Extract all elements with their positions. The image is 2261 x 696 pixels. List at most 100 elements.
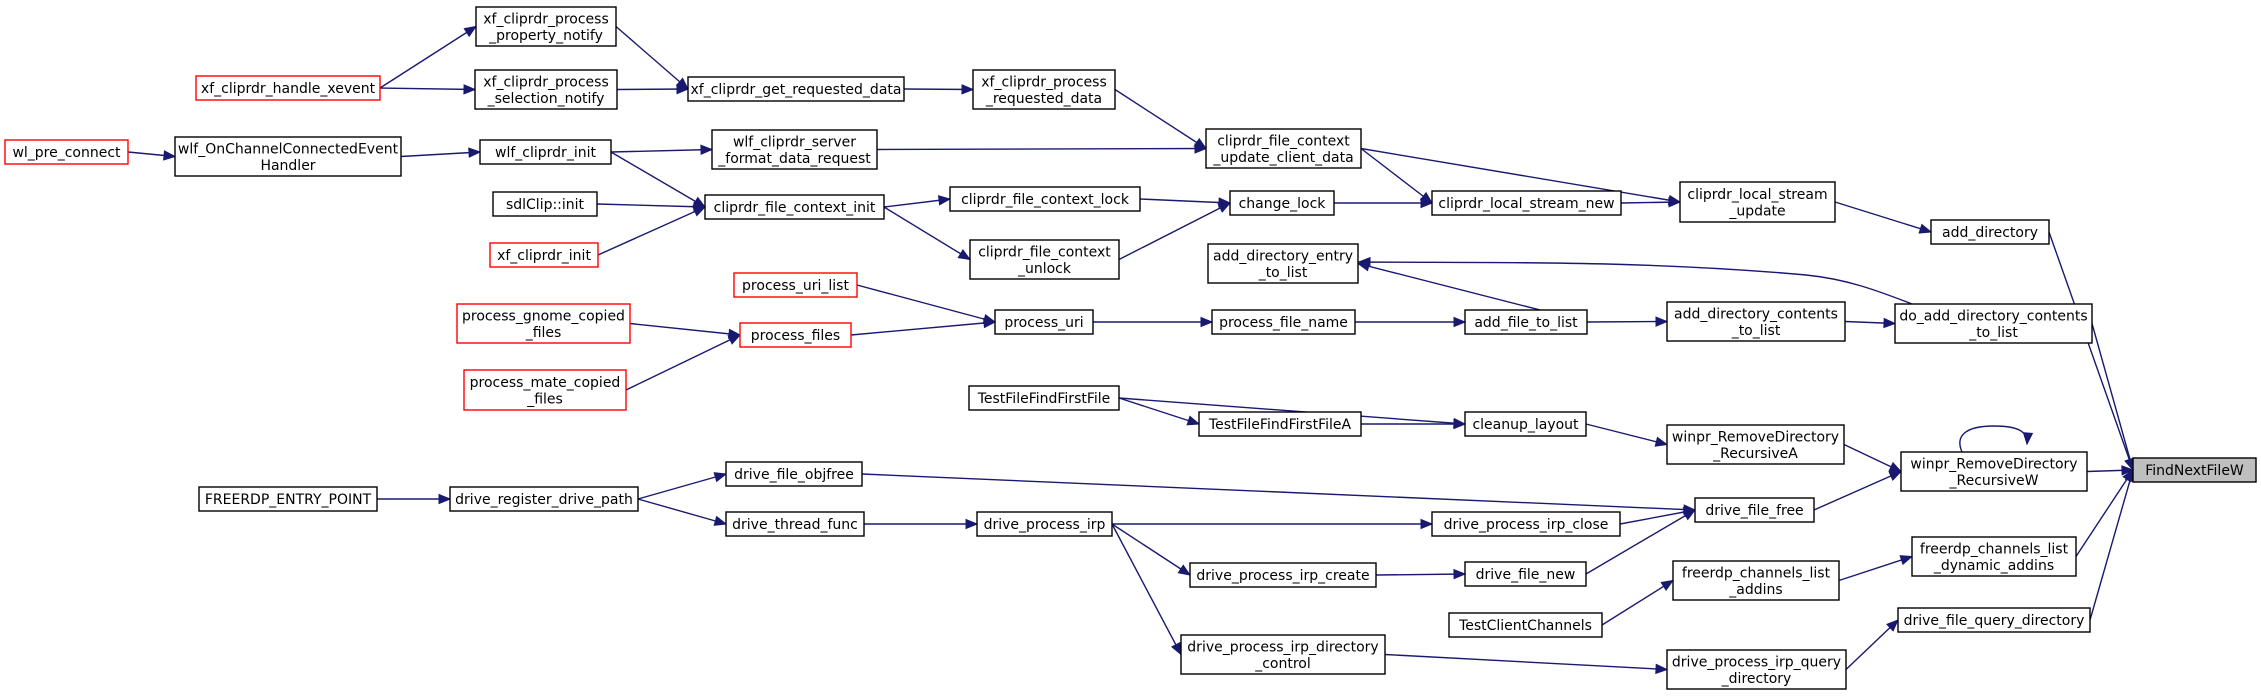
node-label: _to_list xyxy=(1968,325,2018,341)
node-box xyxy=(1672,560,1840,601)
node-label: process_file_name xyxy=(1219,315,1348,331)
node-drive-file-new[interactable]: drive_file_new xyxy=(1464,561,1587,587)
node-label: _control xyxy=(1254,656,1311,672)
node-process-file-name[interactable]: process_file_name xyxy=(1211,309,1356,335)
node-cliprdr-file-context-unlock[interactable]: cliprdr_file_context_unlock xyxy=(969,239,1120,280)
node-drive-process-irp-close[interactable]: drive_process_irp_close xyxy=(1431,511,1621,537)
node-change-lock[interactable]: change_lock xyxy=(1229,190,1335,216)
node-test-client-channels[interactable]: TestClientChannels xyxy=(1448,612,1603,638)
node-drive-process-irp-query-directory[interactable]: drive_process_irp_query_directory xyxy=(1666,649,1847,690)
node-process-gnome-copied-files[interactable]: process_gnome_copied_files xyxy=(456,303,631,344)
node-box xyxy=(733,272,858,298)
arrowhead xyxy=(1420,518,1434,530)
node-cliprdr-local-stream-new[interactable]: cliprdr_local_stream_new xyxy=(1431,190,1622,216)
node-freerdp-channels-list-dynamic-addins[interactable]: freerdp_channels_list_dynamic_addins xyxy=(1911,536,2077,577)
edge-add-directory-to-find-next-file-w xyxy=(2048,231,2135,472)
edge-xf-cliprdr-get-requested-data-to-xf-cliprdr-process-requested-data xyxy=(903,84,975,95)
node-xf-cliprdr-handle-xevent[interactable]: xf_cliprdr_handle_xevent xyxy=(195,75,381,101)
node-box xyxy=(994,309,1094,335)
node-label: _files xyxy=(525,325,562,341)
edge-wl-pre-connect-to-wlf-on-channel-connected-event-handler xyxy=(127,150,177,161)
arrowhead xyxy=(1453,316,1467,328)
node-process-uri[interactable]: process_uri xyxy=(994,309,1094,335)
node-box xyxy=(1180,634,1386,675)
arrowhead xyxy=(727,334,742,345)
node-drive-file-query-directory[interactable]: drive_file_query_directory xyxy=(1897,607,2091,633)
arrowhead xyxy=(1186,415,1201,426)
node-cliprdr-file-context-lock[interactable]: cliprdr_file_context_lock xyxy=(949,186,1141,212)
node-box xyxy=(449,486,639,512)
node-label: drive_file_new xyxy=(1476,567,1576,583)
node-label: cliprdr_local_stream xyxy=(1687,187,1827,203)
node-box xyxy=(463,369,627,411)
edge-xf-cliprdr-process-selection-notify-to-xf-cliprdr-get-requested-data xyxy=(616,83,690,95)
arrowhead xyxy=(1453,568,1467,580)
node-box xyxy=(1211,309,1356,335)
node-wlf-cliprdr-server-format-data-request[interactable]: wlf_cliprdr_server_format_data_request xyxy=(711,129,878,170)
node-add-directory-entry-to-list[interactable]: add_directory_entry_to_list xyxy=(1207,243,1359,284)
node-box xyxy=(1666,301,1846,342)
arrowhead xyxy=(1194,143,1208,154)
node-label: _property_notify xyxy=(488,28,603,44)
node-cliprdr-local-stream-update[interactable]: cliprdr_local_stream_update xyxy=(1679,181,1836,223)
arrowhead xyxy=(1655,663,1669,675)
node-process-files[interactable]: process_files xyxy=(739,322,852,348)
node-find-next-file-w[interactable]: FindNextFileW xyxy=(2132,457,2257,483)
node-freerdp-entry-point[interactable]: FREERDP_ENTRY_POINT xyxy=(198,486,378,512)
node-test-file-find-first-file-a[interactable]: TestFileFindFirstFileA xyxy=(1198,411,1362,437)
edge-cleanup-layout-to-winpr-remove-directory-recursive-a xyxy=(1585,423,1669,447)
node-label: xf_cliprdr_handle_xevent xyxy=(201,81,376,97)
edge-add-file-to-list-to-add-directory-contents-to-list xyxy=(1586,316,1669,327)
node-winpr-remove-directory-recursive-a[interactable]: winpr_RemoveDirectory_RecursiveA xyxy=(1666,424,1845,465)
node-add-file-to-list[interactable]: add_file_to_list xyxy=(1464,309,1588,335)
edge-process-files-to-process-uri xyxy=(850,317,997,336)
node-drive-file-objfree[interactable]: drive_file_objfree xyxy=(725,461,863,487)
node-freerdp-channels-list-addins[interactable]: freerdp_channels_list_addins xyxy=(1672,560,1840,601)
node-wl-pre-connect[interactable]: wl_pre_connect xyxy=(4,139,129,165)
edge-xf-cliprdr-init-to-cliprdr-file-context-init xyxy=(597,206,707,256)
node-box xyxy=(479,139,612,165)
node-label: cliprdr_local_stream_new xyxy=(1438,196,1614,212)
node-box xyxy=(198,486,378,512)
node-label: process_files xyxy=(751,328,840,344)
arrowhead xyxy=(1888,461,1903,473)
edge-xf-cliprdr-handle-xevent-to-xf-cliprdr-process-property-notify xyxy=(379,25,478,89)
node-xf-cliprdr-process-property-notify[interactable]: xf_cliprdr_process_property_notify xyxy=(475,6,617,47)
node-xf-cliprdr-process-requested-data[interactable]: xf_cliprdr_process_requested_data xyxy=(972,69,1116,110)
node-label: _format_data_request xyxy=(717,151,871,167)
node-xf-cliprdr-get-requested-data[interactable]: xf_cliprdr_get_requested_data xyxy=(687,76,905,102)
node-do-add-directory-contents-to-list[interactable]: do_add_directory_contents_to_list xyxy=(1894,303,2093,344)
node-process-mate-copied-files[interactable]: process_mate_copied_files xyxy=(463,369,627,411)
node-label: change_lock xyxy=(1239,196,1327,212)
node-cleanup-layout[interactable]: cleanup_layout xyxy=(1464,411,1587,437)
node-drive-process-irp-directory-control[interactable]: drive_process_irp_directory_control xyxy=(1180,634,1386,675)
node-drive-thread-func[interactable]: drive_thread_func xyxy=(725,511,865,537)
node-label: _dynamic_addins xyxy=(1933,558,2054,574)
node-drive-register-drive-path[interactable]: drive_register_drive_path xyxy=(449,486,639,512)
node-process-uri-list[interactable]: process_uri_list xyxy=(733,272,858,298)
node-test-file-find-first-file[interactable]: TestFileFindFirstFile xyxy=(968,385,1120,411)
node-drive-file-free[interactable]: drive_file_free xyxy=(1694,497,1815,523)
node-drive-process-irp[interactable]: drive_process_irp xyxy=(976,511,1113,537)
edge-test-client-channels-to-freerdp-channels-list-addins xyxy=(1601,579,1675,626)
arrowhead xyxy=(1453,417,1467,429)
node-label: drive_thread_func xyxy=(732,517,858,533)
node-add-directory[interactable]: add_directory xyxy=(1930,219,2050,245)
node-drive-process-irp-create[interactable]: drive_process_irp_create xyxy=(1189,562,1377,588)
node-wlf-cliprdr-init[interactable]: wlf_cliprdr_init xyxy=(479,139,612,165)
edge-drive-file-objfree-to-drive-file-free xyxy=(861,473,1697,515)
node-box xyxy=(949,186,1141,212)
node-cliprdr-file-context-init[interactable]: cliprdr_file_context_init xyxy=(704,194,885,220)
node-winpr-remove-directory-recursive-w[interactable]: winpr_RemoveDirectory_RecursiveW xyxy=(1900,451,2088,492)
arrowhead xyxy=(676,83,690,95)
node-label: sdlClip::init xyxy=(506,197,585,213)
edge-cliprdr-file-context-init-to-cliprdr-file-context-lock xyxy=(883,195,952,208)
node-box xyxy=(1431,511,1621,537)
node-add-directory-contents-to-list[interactable]: add_directory_contents_to_list xyxy=(1666,301,1846,342)
node-label: add_directory_contents xyxy=(1674,306,1838,322)
node-cliprdr-file-context-update-client-data[interactable]: cliprdr_file_context_update_client_data xyxy=(1205,128,1362,169)
node-xf-cliprdr-process-selection-notify[interactable]: xf_cliprdr_process_selection_notify xyxy=(474,69,618,110)
node-xf-cliprdr-init[interactable]: xf_cliprdr_init xyxy=(489,242,599,268)
node-sdl-clip-init[interactable]: sdlClip::init xyxy=(492,191,598,217)
